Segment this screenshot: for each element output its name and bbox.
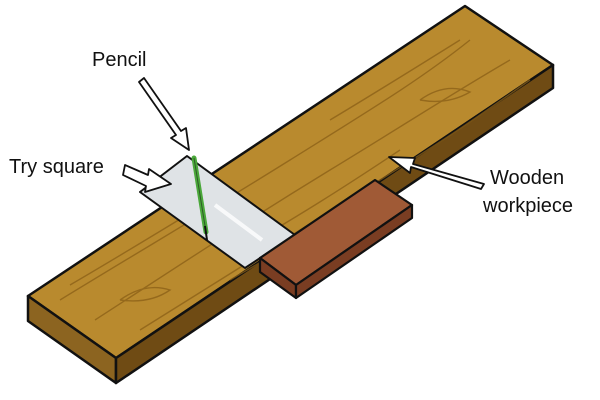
blade-shine (213, 203, 264, 242)
workpiece-label-line2: workpiece (482, 195, 573, 217)
try-square (139, 155, 414, 300)
pencil-label: Pencil (92, 49, 146, 71)
try-square-label: Try square (9, 156, 104, 178)
pencil-arrow (138, 77, 190, 151)
pencil (191, 155, 209, 241)
workpiece-arrow (388, 156, 485, 190)
pencil-tip (204, 225, 208, 241)
try-square-stock-side (294, 203, 414, 300)
workpiece-label-line1: Wooden (490, 167, 564, 189)
leader-arrows (122, 77, 485, 193)
pencil-outline (193, 157, 207, 233)
try-square-arrow (122, 164, 172, 193)
